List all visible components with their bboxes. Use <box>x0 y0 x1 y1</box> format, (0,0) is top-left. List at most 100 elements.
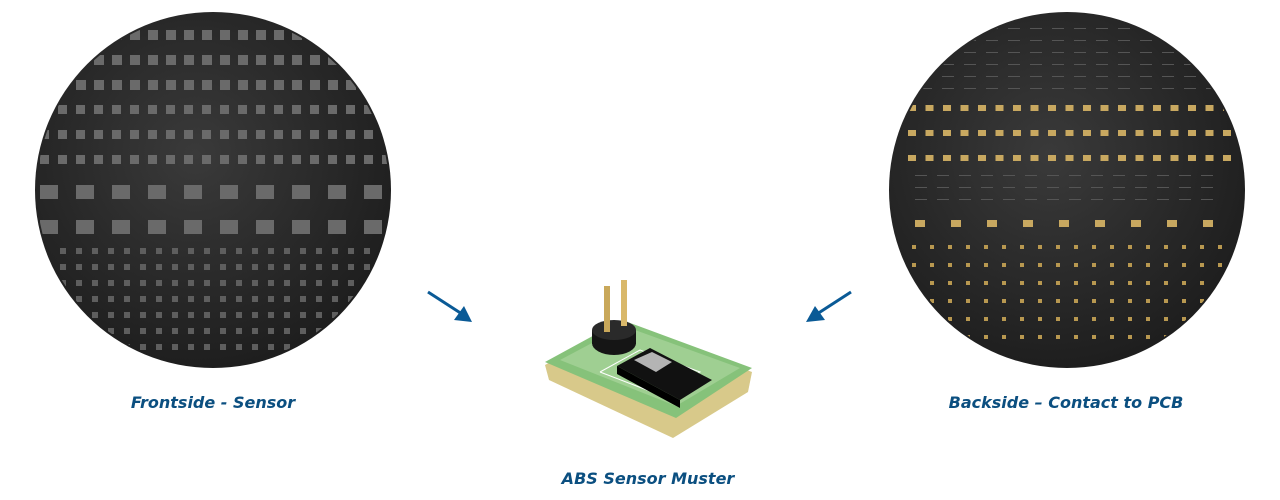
die <box>1182 335 1186 339</box>
die <box>964 76 976 77</box>
die <box>1200 245 1204 249</box>
die <box>1218 263 1222 267</box>
die <box>1113 199 1125 200</box>
die <box>92 344 98 350</box>
die <box>172 328 178 334</box>
die <box>1206 76 1218 77</box>
die <box>1002 281 1006 285</box>
die <box>1047 175 1059 176</box>
die <box>76 344 82 350</box>
die <box>1020 335 1024 339</box>
die <box>346 30 356 40</box>
die <box>382 105 389 114</box>
die <box>274 55 284 65</box>
die <box>937 187 949 188</box>
die <box>236 280 242 286</box>
die <box>912 335 916 339</box>
die <box>1118 88 1130 89</box>
die <box>148 30 158 40</box>
die <box>364 312 370 318</box>
die <box>166 155 175 164</box>
die <box>220 248 226 254</box>
die <box>332 344 338 350</box>
die <box>1030 28 1042 29</box>
die <box>1118 130 1126 136</box>
die <box>942 64 954 65</box>
die <box>1205 130 1214 136</box>
die <box>316 280 322 286</box>
die <box>130 155 139 164</box>
die <box>364 264 370 270</box>
die <box>346 105 355 114</box>
die <box>925 155 934 161</box>
die <box>930 245 934 249</box>
die <box>1170 105 1179 111</box>
die <box>300 296 306 302</box>
die <box>1096 52 1108 53</box>
die <box>1182 263 1186 267</box>
die <box>140 296 146 302</box>
die <box>1013 155 1021 161</box>
die <box>284 280 290 286</box>
die <box>1096 64 1108 65</box>
die <box>348 280 354 286</box>
die <box>364 30 374 40</box>
die <box>986 88 998 89</box>
die <box>348 248 354 254</box>
die <box>1052 28 1064 29</box>
die <box>1038 299 1042 303</box>
die <box>1020 245 1024 249</box>
die <box>1048 105 1056 111</box>
die <box>184 105 193 114</box>
die <box>292 185 310 199</box>
die <box>172 280 178 286</box>
die <box>292 130 301 139</box>
die <box>964 88 976 89</box>
die <box>92 280 98 286</box>
die <box>284 328 290 334</box>
die <box>1096 76 1108 77</box>
die <box>1056 335 1060 339</box>
die <box>268 248 274 254</box>
die <box>942 88 954 89</box>
die <box>382 30 389 40</box>
frontside-label: Frontside - Sensor <box>130 393 296 412</box>
die <box>204 248 210 254</box>
die <box>1218 317 1222 321</box>
die <box>284 344 290 350</box>
die <box>40 220 58 234</box>
die <box>156 344 162 350</box>
die <box>1140 76 1152 77</box>
die <box>1153 155 1161 161</box>
die <box>292 55 302 65</box>
die <box>1074 335 1078 339</box>
die <box>925 130 934 136</box>
die <box>112 105 121 114</box>
die <box>1179 199 1191 200</box>
die <box>1218 245 1222 249</box>
die <box>1092 335 1096 339</box>
die <box>292 80 302 90</box>
die <box>108 312 114 318</box>
arrow-down-right-icon <box>427 290 472 322</box>
die <box>908 130 916 136</box>
die <box>94 55 104 65</box>
die <box>300 344 306 350</box>
die <box>1074 281 1078 285</box>
die <box>1056 245 1060 249</box>
die <box>188 248 194 254</box>
die <box>1182 317 1186 321</box>
die <box>316 344 322 350</box>
die <box>94 80 104 90</box>
die <box>202 30 212 40</box>
die <box>252 264 258 270</box>
die <box>274 30 284 40</box>
die <box>1128 245 1132 249</box>
die <box>1223 130 1231 136</box>
die <box>76 55 86 65</box>
die <box>1128 263 1132 267</box>
die <box>364 328 370 334</box>
die <box>1206 64 1218 65</box>
die <box>140 280 146 286</box>
